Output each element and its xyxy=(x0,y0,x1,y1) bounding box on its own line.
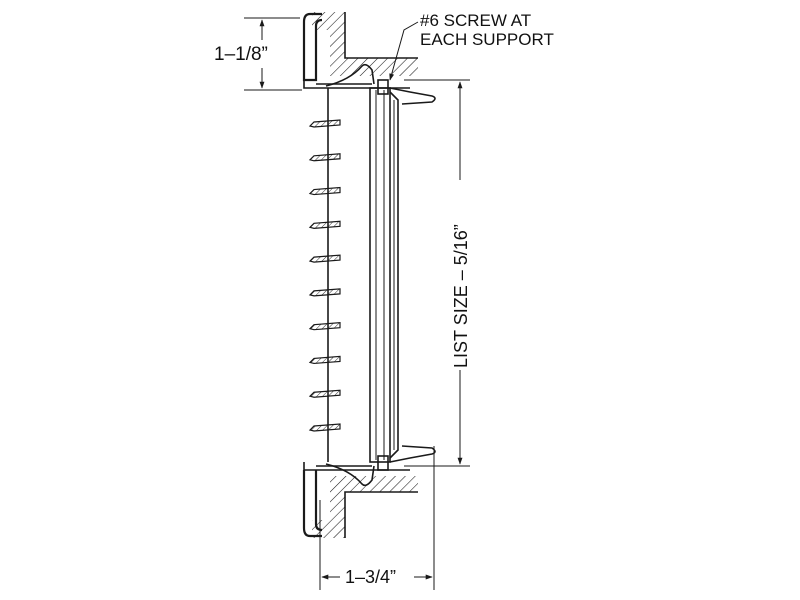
louver-blade xyxy=(308,186,341,196)
bottom-frame-channel xyxy=(302,462,410,538)
dim-flange-height: 1–1/8” xyxy=(214,17,302,91)
louver-blade xyxy=(308,153,341,162)
louver-blades xyxy=(308,119,341,432)
louver-blade xyxy=(308,389,341,398)
bottom-flange-lip xyxy=(377,445,436,471)
screw-callout: #6 SCREW AT EACH SUPPORT xyxy=(389,11,554,81)
top-wall-section xyxy=(312,12,418,76)
screw-callout-line1: #6 SCREW AT xyxy=(420,11,531,30)
louver-blade xyxy=(308,119,341,128)
dim-list-size: LIST SIZE – 5/16” xyxy=(404,79,471,467)
dim-depth: 1–3/4” xyxy=(319,446,435,590)
dim-list-size-label: LIST SIZE – 5/16” xyxy=(451,224,471,368)
louver-blade xyxy=(308,355,341,365)
center-frame-bar xyxy=(369,87,399,463)
screw-callout-line2: EACH SUPPORT xyxy=(420,30,554,49)
louver-blade xyxy=(308,423,341,432)
louver-blade xyxy=(308,322,341,331)
dim-depth-label: 1–3/4” xyxy=(345,567,396,587)
bottom-wall-section xyxy=(312,476,418,538)
dim-flange-height-label: 1–1/8” xyxy=(214,44,268,65)
louver-blade xyxy=(308,288,341,297)
louver-blade xyxy=(308,220,341,229)
top-flange-lip xyxy=(377,79,436,105)
top-screw xyxy=(377,79,389,95)
louver-blade xyxy=(308,254,341,263)
bottom-screw xyxy=(377,455,389,471)
